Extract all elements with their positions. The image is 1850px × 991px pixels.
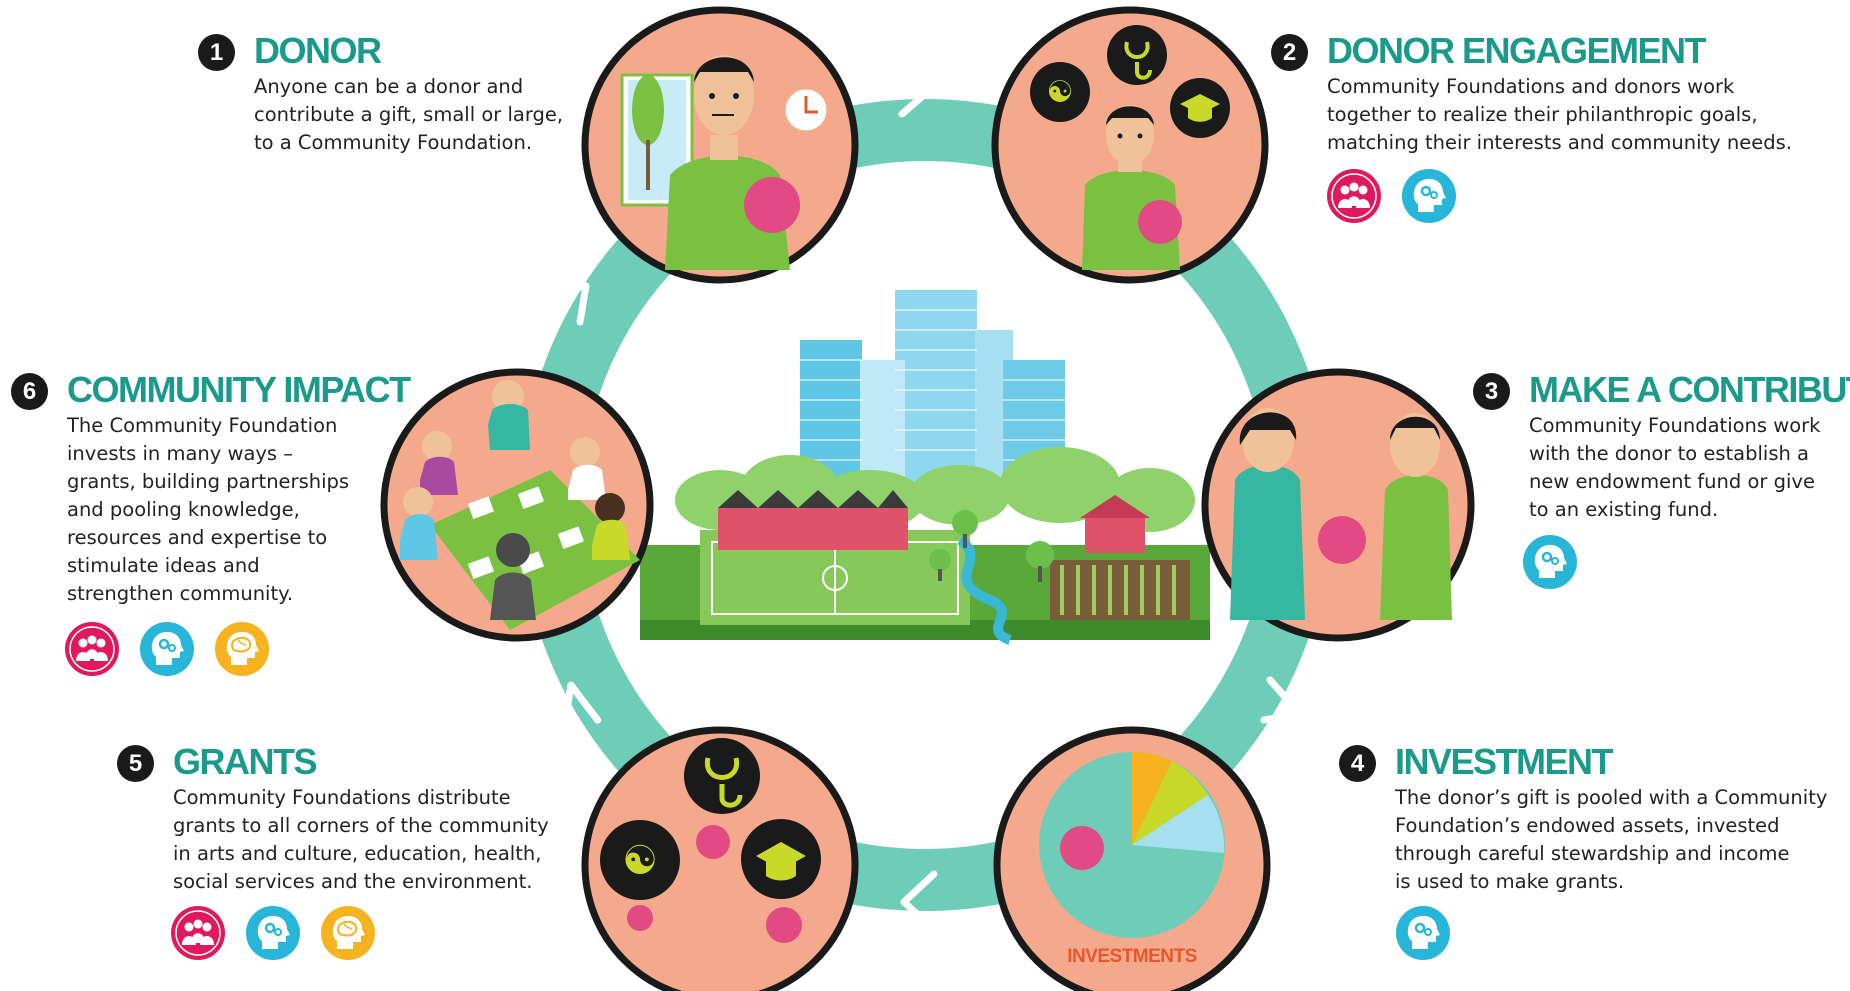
step-number-badge: 6 bbox=[11, 373, 48, 410]
contribution-illustration bbox=[1201, 368, 1475, 642]
step-description: Community Foundations and donors work to… bbox=[1327, 75, 1792, 154]
investment-illustration bbox=[993, 726, 1271, 991]
head-gears-icon bbox=[139, 621, 195, 677]
svg-text:☯: ☯ bbox=[622, 839, 658, 883]
step-title: COMMUNITY IMPACT bbox=[67, 369, 411, 410]
step-title: MAKE A CONTRIBUTION bbox=[1529, 369, 1850, 410]
head-gears-icon bbox=[245, 905, 301, 961]
head-gears-icon bbox=[1522, 534, 1578, 590]
people-icon bbox=[1326, 168, 1382, 224]
grants-illustration: ☯ bbox=[581, 726, 859, 991]
people-icon bbox=[64, 621, 120, 677]
community-impact-illustration bbox=[380, 368, 654, 642]
brain-head-icon bbox=[214, 621, 270, 677]
step-description: Community Foundations distribute grants … bbox=[173, 786, 549, 893]
step-description: The Community Foundation invests in many… bbox=[67, 414, 350, 605]
step-number-badge: 2 bbox=[1271, 34, 1308, 71]
head-gears-icon bbox=[1395, 905, 1451, 961]
arrow-chevron-3-to-4 bbox=[1260, 676, 1304, 724]
donor-illustration bbox=[581, 6, 859, 284]
arrow-chevron-6-to-1 bbox=[542, 282, 590, 326]
step-number-badge: 5 bbox=[117, 745, 154, 782]
step-description: Anyone can be a donor and contribute a g… bbox=[254, 75, 564, 154]
city-illustration bbox=[640, 290, 1210, 645]
step-title: GRANTS bbox=[173, 741, 318, 782]
step-title: INVESTMENT bbox=[1395, 741, 1614, 782]
step-description: Community Foundations work with the dono… bbox=[1529, 414, 1821, 521]
brain-head-icon bbox=[320, 905, 376, 961]
head-gears-icon bbox=[1401, 168, 1457, 224]
people-icon bbox=[170, 905, 226, 961]
step-number-badge: 1 bbox=[198, 34, 235, 71]
step-title: DONOR ENGAGEMENT bbox=[1327, 30, 1707, 71]
donor-engagement-illustration: ☯ bbox=[991, 6, 1269, 284]
investments-pie-label: INVESTMENTS bbox=[1067, 946, 1197, 967]
svg-text:☯: ☯ bbox=[1047, 76, 1074, 109]
arrow-chevron-4-to-5 bbox=[900, 870, 938, 934]
step-title: DONOR bbox=[254, 30, 382, 71]
arrow-chevron-5-to-6 bbox=[560, 681, 602, 731]
arrow-chevron-1-to-2 bbox=[898, 58, 936, 118]
step-number-badge: 3 bbox=[1473, 373, 1510, 410]
step-number-badge: 4 bbox=[1339, 745, 1376, 782]
arrow-chevron-2-to-3 bbox=[1261, 260, 1301, 307]
step-description: The donor’s gift is pooled with a Commun… bbox=[1395, 786, 1828, 893]
